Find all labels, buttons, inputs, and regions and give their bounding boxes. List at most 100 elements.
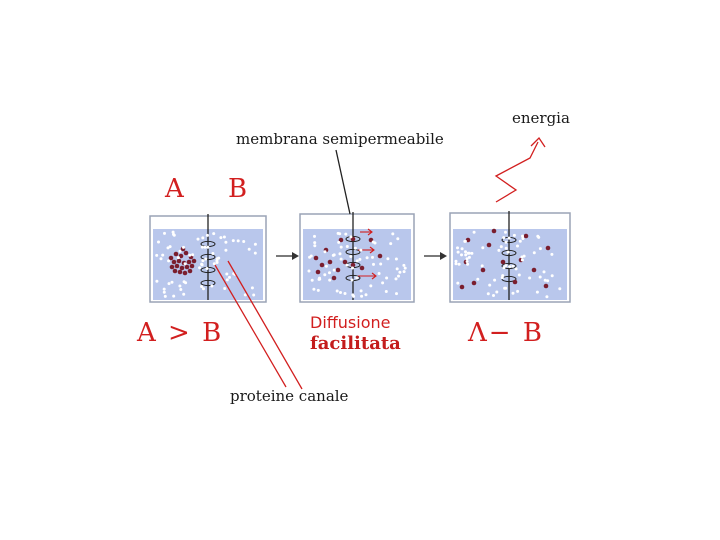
- water-particle: [386, 257, 390, 261]
- water-particle: [480, 264, 484, 268]
- water-particle: [225, 272, 229, 276]
- water-particle: [508, 265, 512, 269]
- water-particle: [155, 279, 159, 283]
- a-equals-b-label: Λ− B: [468, 318, 544, 348]
- energy-arrow: [494, 136, 546, 203]
- water-particle: [373, 241, 377, 245]
- water-particle: [457, 262, 461, 266]
- water-particle: [338, 252, 342, 256]
- protein-leader-lines: [214, 260, 303, 390]
- energy-label: energia: [512, 109, 570, 127]
- water-particle: [157, 240, 160, 244]
- water-particle: [332, 253, 336, 257]
- water-particle: [328, 271, 331, 275]
- water-particle: [219, 236, 223, 240]
- water-particle: [402, 270, 406, 274]
- water-particle: [162, 287, 166, 291]
- water-particle: [310, 278, 314, 282]
- water-particle: [463, 239, 467, 243]
- water-particle: [522, 254, 526, 258]
- water-particle: [456, 250, 460, 254]
- diffusion-arrows: [358, 228, 377, 280]
- water-particle: [514, 267, 518, 271]
- water-particle: [454, 259, 458, 263]
- water-particle: [318, 276, 321, 280]
- water-particle: [161, 253, 165, 257]
- water-particle: [379, 262, 383, 266]
- water-particle: [391, 232, 395, 236]
- water-particle: [546, 279, 550, 283]
- water-particle: [518, 239, 522, 243]
- water-particle: [338, 232, 342, 236]
- water-particle: [312, 287, 316, 291]
- compartment-a-label: A: [165, 174, 185, 204]
- water-particle: [542, 270, 546, 274]
- water-particle: [466, 251, 470, 255]
- water-particle: [224, 240, 228, 244]
- water-particle: [155, 253, 159, 257]
- water-particle: [201, 236, 205, 240]
- water-particle: [385, 276, 389, 280]
- water-particle: [465, 260, 469, 263]
- water-particle: [454, 262, 458, 266]
- water-particle: [537, 235, 541, 239]
- beaker-2: [299, 212, 415, 303]
- water-particle: [163, 231, 166, 235]
- water-particle: [395, 267, 399, 271]
- water-particle: [396, 237, 400, 241]
- water-particle: [324, 264, 328, 268]
- water-particle: [476, 277, 480, 281]
- molecules-cluster-1: [168, 246, 197, 276]
- water-particle: [162, 290, 166, 294]
- water-particle: [543, 278, 547, 282]
- water-particle: [170, 280, 174, 284]
- water-particle: [313, 241, 317, 245]
- water-particle: [398, 270, 402, 274]
- water-particle: [486, 292, 490, 296]
- water-particle: [168, 245, 172, 249]
- water-particle: [355, 259, 359, 263]
- water-particle: [355, 276, 359, 280]
- water-particle: [217, 256, 221, 260]
- water-particle: [456, 246, 459, 250]
- water-particle: [369, 284, 373, 288]
- water-particle: [377, 272, 381, 275]
- water-particle: [201, 259, 205, 263]
- water-particle: [506, 250, 510, 254]
- water-particle: [344, 232, 348, 236]
- water-particle: [394, 257, 398, 261]
- water-particle: [520, 258, 524, 262]
- water-particle: [159, 257, 163, 261]
- water-particle: [171, 230, 175, 234]
- water-particle: [465, 257, 469, 261]
- water-particle: [460, 253, 463, 257]
- water-particle: [497, 248, 501, 252]
- water-particle: [358, 257, 362, 261]
- water-particle: [212, 232, 216, 236]
- water-particle: [202, 287, 205, 291]
- water-particle: [504, 230, 507, 234]
- water-particle: [360, 294, 364, 298]
- water-particle: [243, 293, 247, 297]
- channel-proteins-1: [200, 240, 216, 287]
- water-particle: [495, 290, 499, 294]
- water-particle: [247, 247, 251, 251]
- membrane-label: membrana semipermeabile: [236, 130, 444, 148]
- water-particle: [349, 235, 353, 239]
- water-particle: [308, 255, 312, 259]
- water-particle: [172, 294, 176, 298]
- water-particle: [535, 290, 539, 294]
- water-particle: [402, 263, 406, 267]
- water-particle: [460, 247, 464, 251]
- water-particle: [323, 250, 327, 254]
- water-particle: [236, 239, 240, 243]
- water-particle: [384, 290, 388, 293]
- water-particle: [343, 292, 347, 295]
- water-particle: [516, 244, 519, 248]
- molecules-2: [313, 236, 383, 281]
- water-particle: [504, 264, 508, 268]
- water-particle: [352, 294, 356, 298]
- water-particle: [521, 237, 525, 240]
- water-particle: [353, 246, 357, 250]
